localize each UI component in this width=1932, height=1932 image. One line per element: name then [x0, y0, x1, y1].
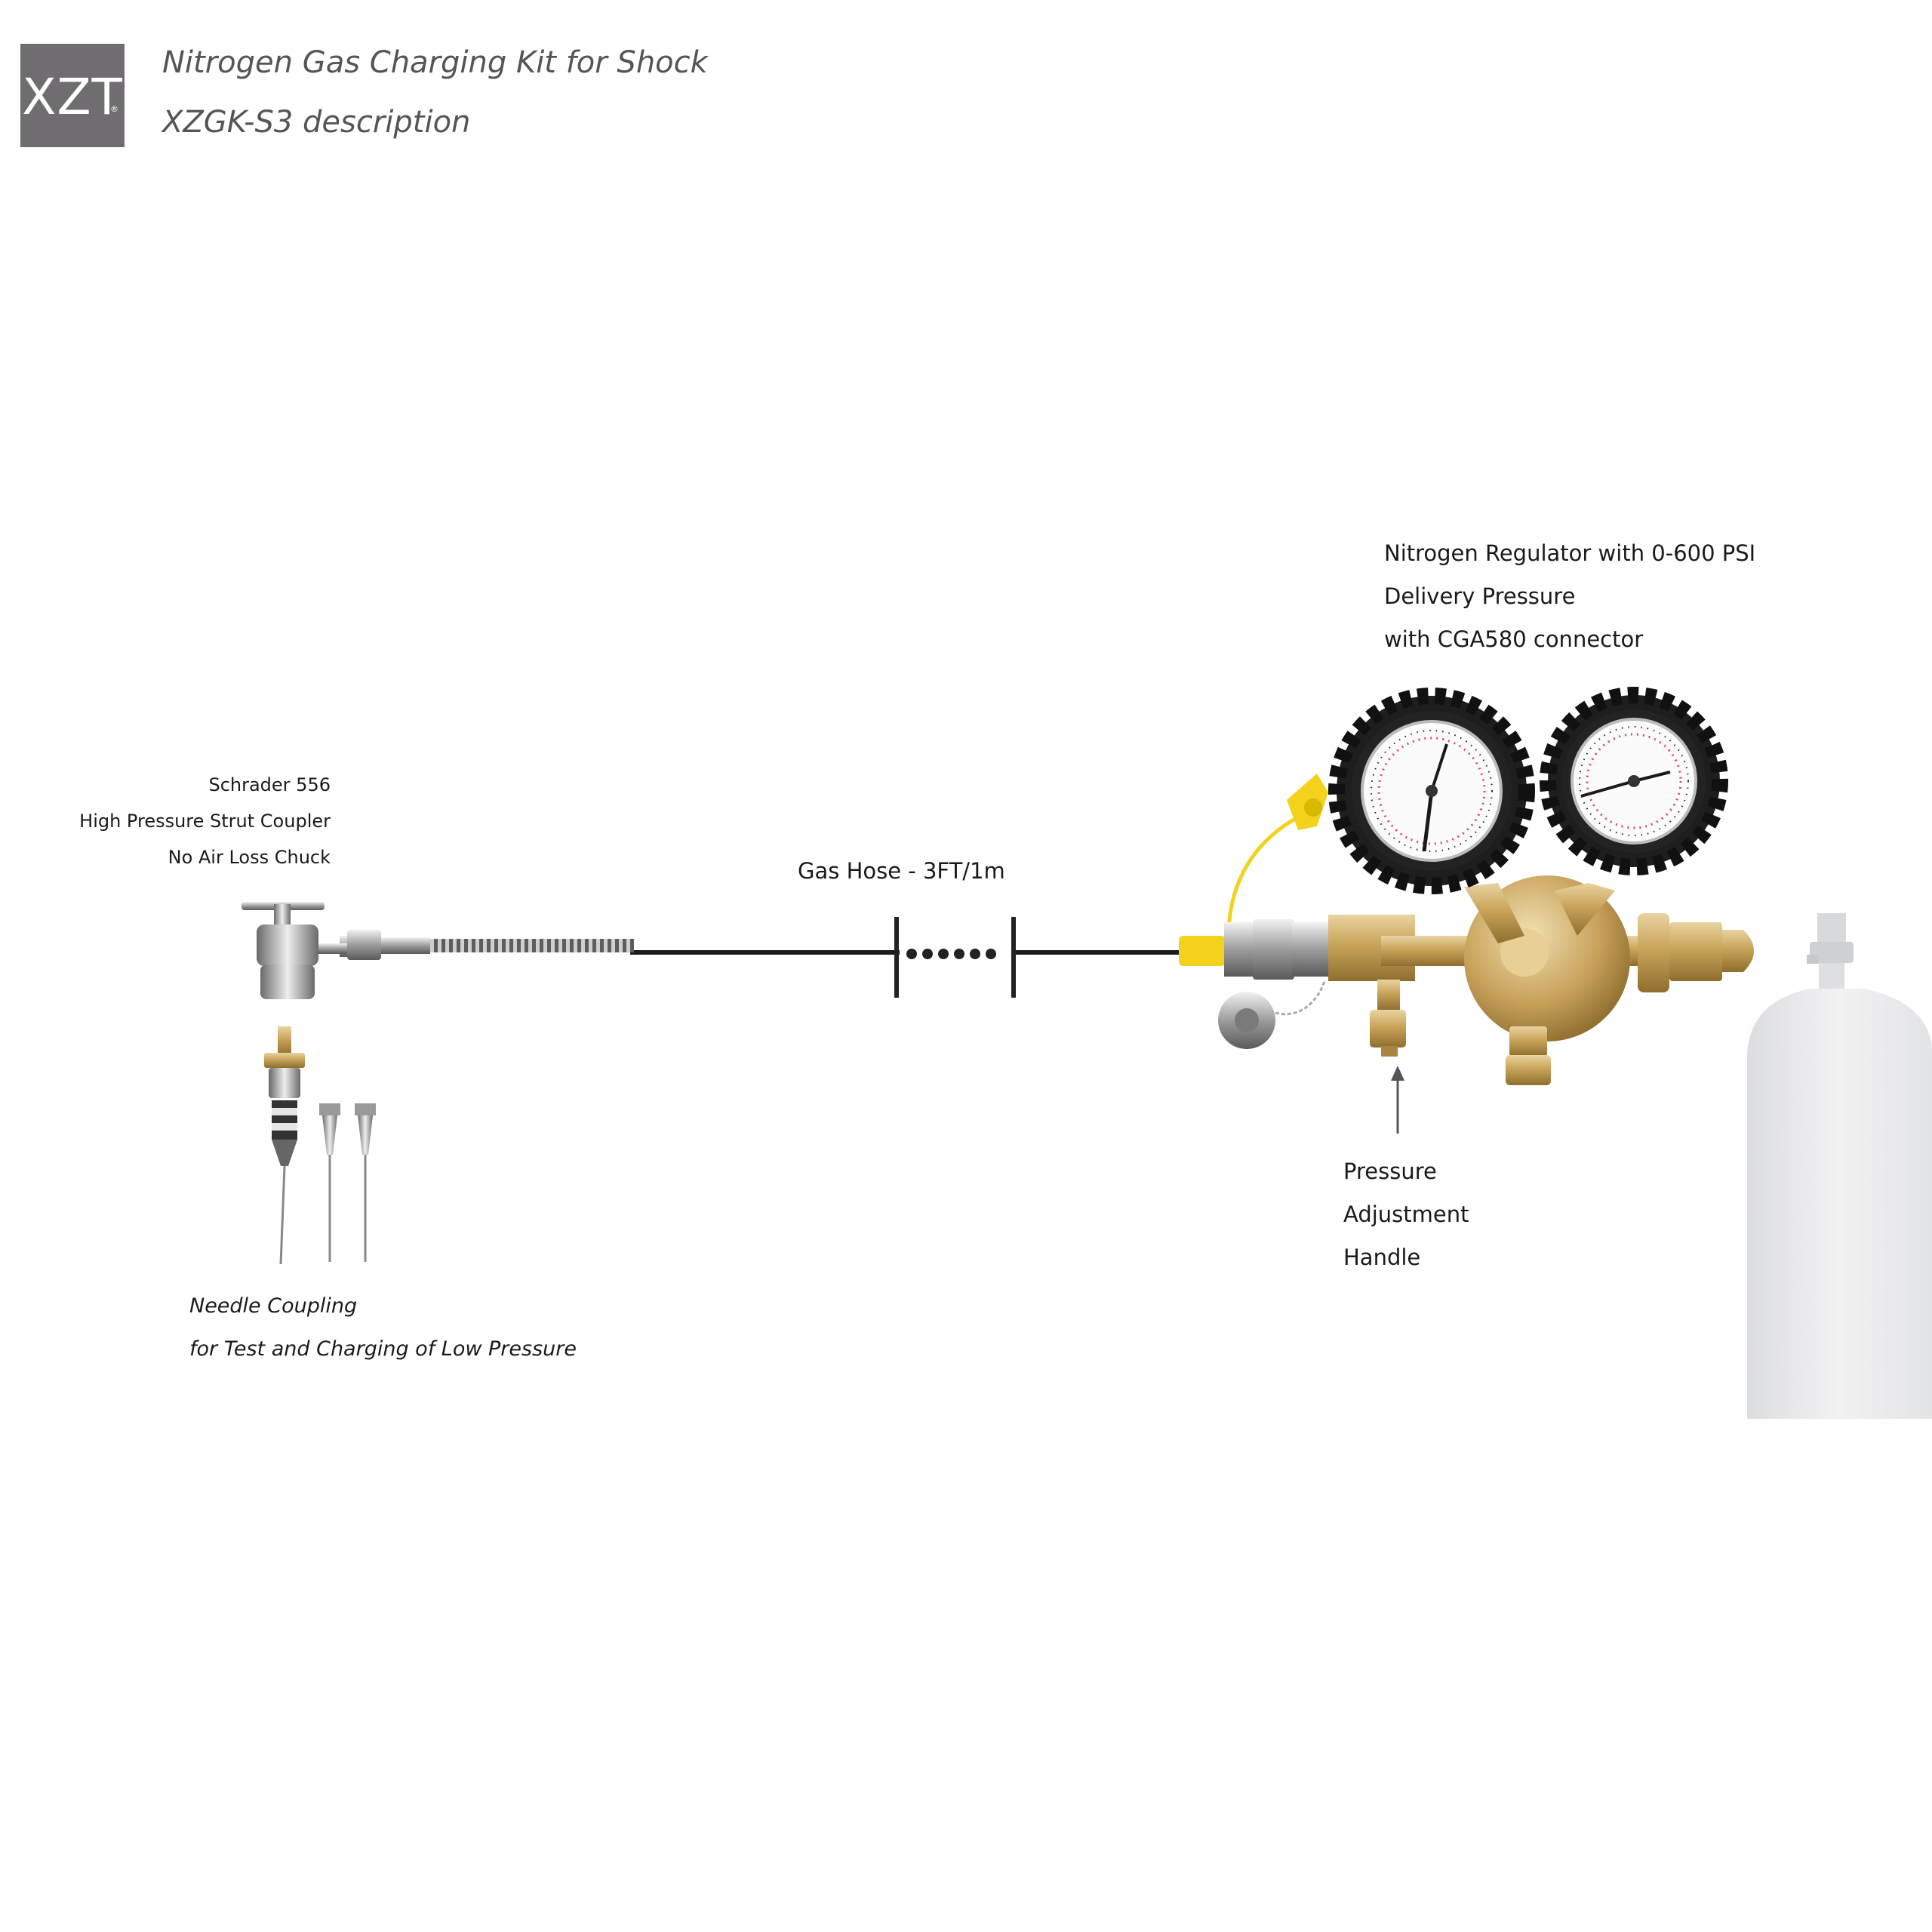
schrader-label-line-1: Schrader 556	[208, 774, 331, 795]
registered-mark: ®	[110, 104, 119, 114]
brand-logo: XZT ®	[20, 44, 125, 147]
needle-label-line-1: Needle Coupling	[189, 1294, 358, 1318]
schrader-coupler	[242, 902, 634, 999]
page-title: Nitrogen Gas Charging Kit for Shock	[162, 45, 708, 80]
regulator-label-line-1: Nitrogen Regulator with 0-600 PSI	[1384, 540, 1756, 566]
regulator-label-line-2: Delivery Pressure	[1384, 583, 1576, 609]
regulator-label-line-3: with CGA580 connector	[1384, 626, 1644, 652]
schrader-label: Schrader 556 High Pressure Strut Coupler…	[79, 767, 331, 875]
high-pressure-gauge	[1328, 688, 1535, 894]
nitrogen-cylinder	[1747, 913, 1932, 1419]
regulator-label: Nitrogen Regulator with 0-600 PSI Delive…	[1384, 532, 1755, 661]
pressure-handle-label: Pressure Adjustment Handle	[1343, 1150, 1469, 1279]
pressure-handle-label-line-3: Handle	[1343, 1244, 1421, 1270]
needle-coupling	[264, 1026, 376, 1265]
pressure-handle-label-line-2: Adjustment	[1343, 1201, 1469, 1227]
needle-label: Needle Coupling for Test and Charging of…	[189, 1284, 577, 1371]
schrader-label-line-3: No Air Loss Chuck	[168, 847, 331, 868]
pressure-handle-label-line-1: Pressure	[1343, 1158, 1437, 1184]
hose-break-dots	[906, 949, 996, 959]
hose-label: Gas Hose - 3FT/1m	[798, 858, 1005, 884]
logo-text: XZT	[22, 68, 123, 126]
schrader-label-line-2: High Pressure Strut Coupler	[79, 811, 331, 832]
regulator-body	[1328, 875, 1754, 1085]
page-subtitle: XZGK-S3 description	[162, 105, 471, 140]
delivery-pressure-gauge	[1540, 687, 1728, 875]
needle-label-line-2: for Test and Charging of Low Pressure	[189, 1337, 577, 1361]
quick-coupler	[1179, 919, 1330, 1049]
yellow-dust-cap	[1226, 774, 1328, 933]
